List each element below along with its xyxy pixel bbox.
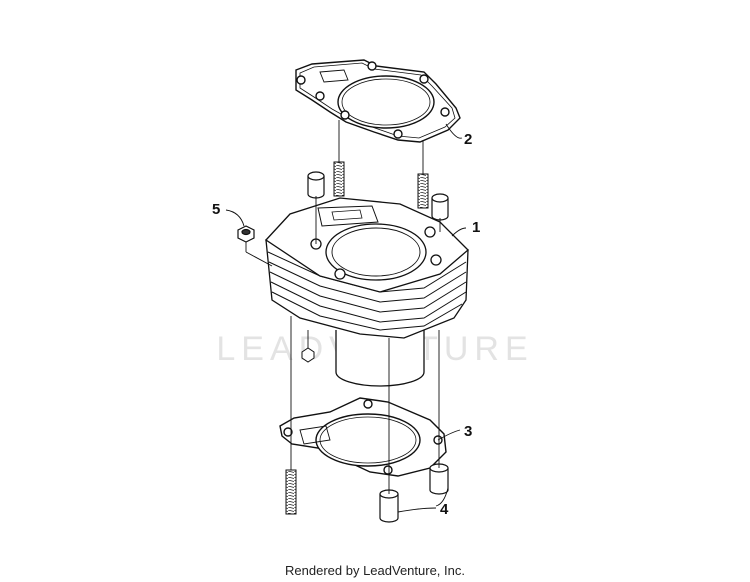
upper-stud-right [417,173,429,209]
upper-stud-left [333,161,345,197]
callout-1: 1 [472,219,480,236]
callout-5: 5 [212,201,220,218]
leader-lines [225,123,467,513]
lower-stud [285,469,297,515]
dowel-pin-left [379,489,399,523]
callout-4: 4 [440,501,449,518]
cylinder-block [265,197,469,387]
callout-3: 3 [464,423,472,440]
upper-dowel-left [307,171,325,199]
head-gasket [295,59,461,143]
upper-dowel-right [431,193,449,221]
alignment-lines [245,120,441,494]
render-credit: Rendered by LeadVenture, Inc. [285,563,465,578]
dowel-pin-right [429,463,449,495]
base-gasket [279,397,447,477]
nut [237,225,255,243]
callout-2: 2 [464,131,472,148]
